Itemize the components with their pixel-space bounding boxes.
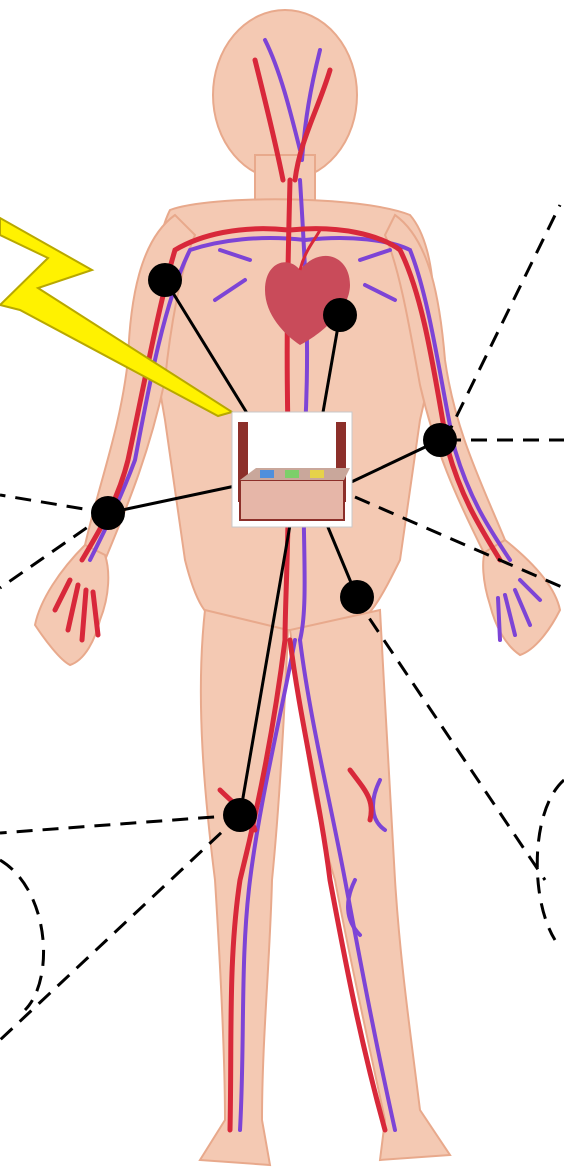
node-knee [223, 798, 257, 832]
battery-body [240, 480, 344, 520]
node-right-elbow [423, 423, 457, 457]
node-shoulder [148, 263, 182, 297]
node-left-forearm [91, 496, 125, 530]
dashed-arc-left [0, 860, 44, 1010]
left-leg [200, 610, 288, 1165]
battery-terminal-3 [310, 470, 324, 478]
node-hip [340, 580, 374, 614]
battery-terminal-2 [285, 470, 299, 478]
dashed-line-knee-left [0, 815, 240, 833]
battery-device [232, 412, 352, 527]
node-heart [323, 298, 357, 332]
dashed-line-knee-lower [0, 815, 240, 1040]
battery-terminal-1 [260, 470, 274, 478]
body-silhouette [35, 10, 560, 1165]
right-hand [483, 540, 560, 655]
dashed-line-upper-right [445, 205, 560, 440]
dashed-arc-right [537, 780, 564, 940]
